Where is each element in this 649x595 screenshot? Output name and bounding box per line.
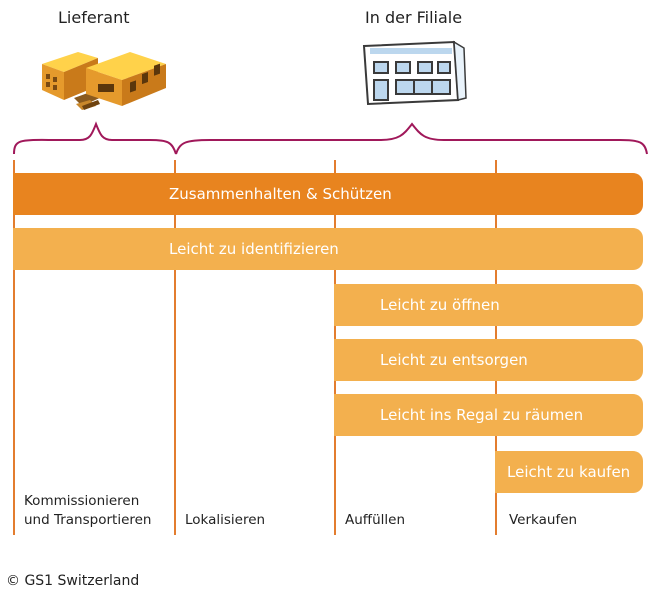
stage-divider <box>13 160 15 535</box>
stage-label-selling: Verkaufen <box>509 512 578 528</box>
bar-label: Leicht zu kaufen <box>507 463 631 481</box>
bar-label: Leicht ins Regal zu räumen <box>380 406 584 424</box>
store-building-icon <box>358 38 468 108</box>
warehouse-building-icon <box>38 38 170 128</box>
bar-shelve: Leicht ins Regal zu räumen <box>334 394 643 436</box>
stage-label-locating: Lokalisieren <box>185 512 266 528</box>
copyright-notice: © GS1 Switzerland <box>6 573 140 589</box>
stage-label-line: Kommissionieren <box>24 493 140 509</box>
bar-open: Leicht zu öffnen <box>334 284 643 326</box>
store-heading: In der Filiale <box>365 8 463 27</box>
stage-divider <box>174 160 176 535</box>
bar-label: Leicht zu identifizieren <box>169 240 339 258</box>
bar-hold-protect: Zusammenhalten & Schützen <box>13 173 643 215</box>
stage-label-refilling: Auffüllen <box>345 512 406 528</box>
bar-dispose: Leicht zu entsorgen <box>334 339 643 381</box>
bar-buy: Leicht zu kaufen <box>495 451 643 493</box>
stage-label-picking: Kommissionieren und Transportieren <box>24 492 152 530</box>
curly-brace <box>13 121 648 155</box>
bar-label: Leicht zu entsorgen <box>380 351 528 369</box>
supplier-heading: Lieferant <box>58 8 130 27</box>
bar-label: Leicht zu öffnen <box>380 296 500 314</box>
bar-label: Zusammenhalten & Schützen <box>169 185 392 203</box>
bar-identify: Leicht zu identifizieren <box>13 228 643 270</box>
stage-label-line: und Transportieren <box>24 512 152 528</box>
